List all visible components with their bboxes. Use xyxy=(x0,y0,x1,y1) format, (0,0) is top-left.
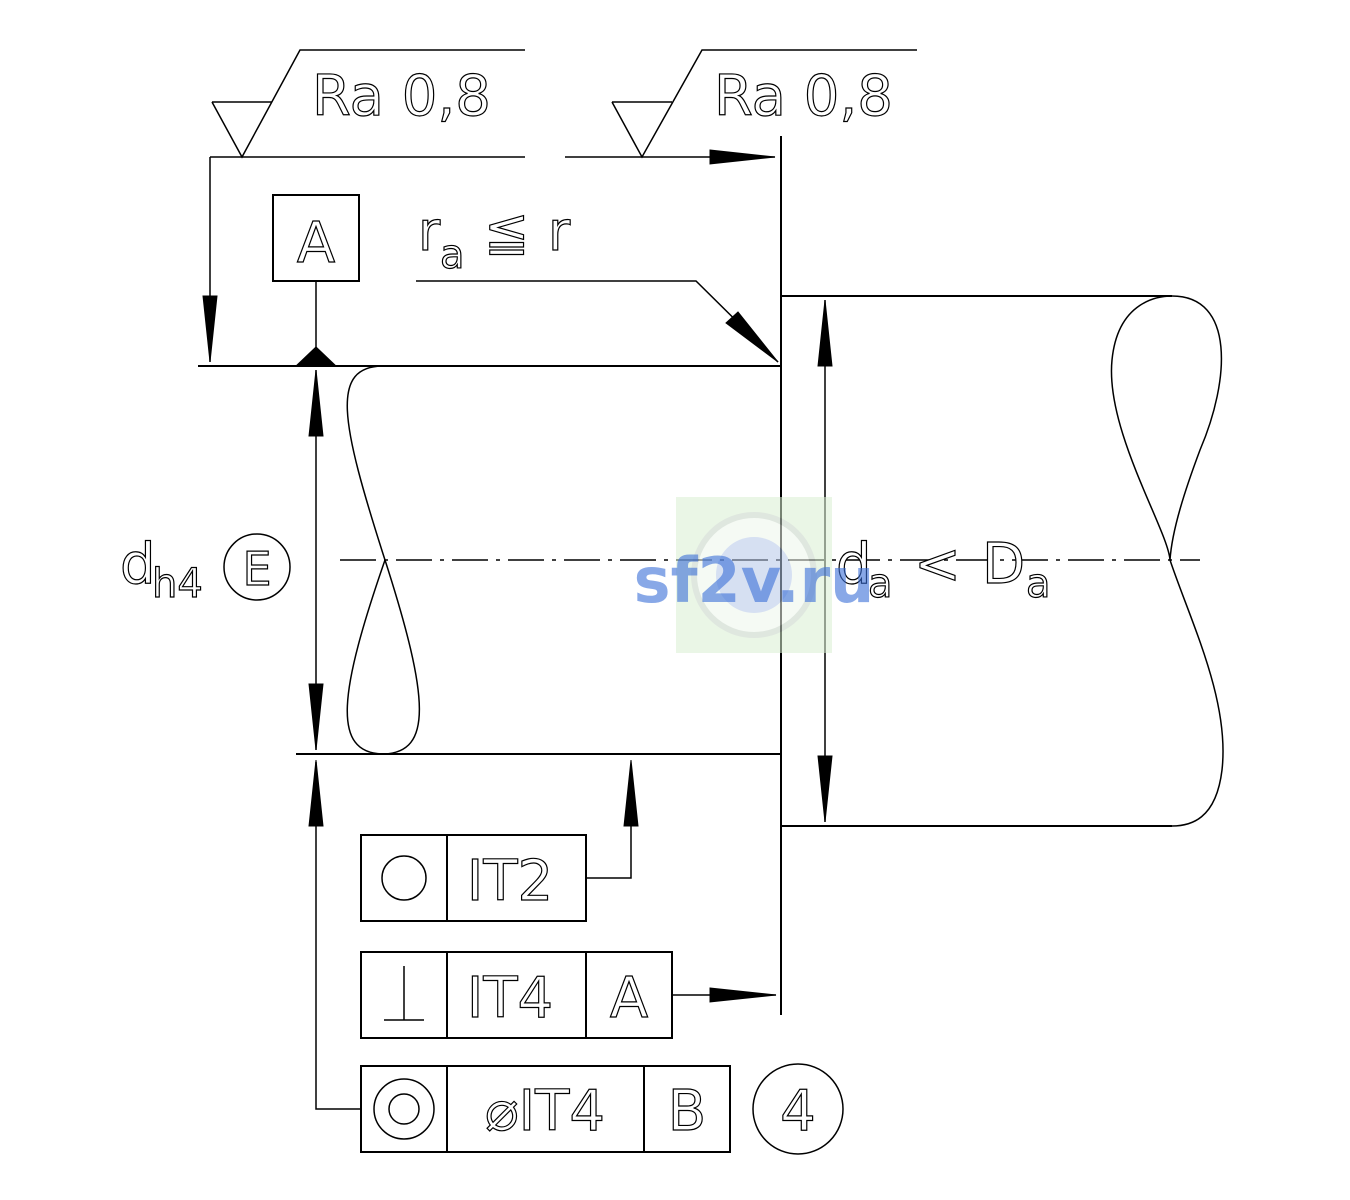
concentricity-icon xyxy=(373,1078,435,1140)
radius-sub: a xyxy=(440,232,465,278)
datum-a-frame xyxy=(272,194,360,282)
radius-r: r xyxy=(418,200,441,263)
abutment-D-sub: a xyxy=(1026,561,1051,607)
shaft-diameter-symbol: d xyxy=(120,532,156,597)
perpendicular-icon xyxy=(384,966,424,1021)
perpendicularity-value: IT4 xyxy=(467,966,553,1031)
datum-a-letter: A xyxy=(297,211,335,276)
shaft-outline xyxy=(198,365,781,755)
abutment-relation: < xyxy=(914,532,961,597)
watermark-text: sf2v.ru xyxy=(634,544,875,617)
shaft-diameter-sub: h4 xyxy=(152,561,203,607)
roundness-frame xyxy=(360,759,639,922)
concentricity-frame xyxy=(308,759,844,1155)
roughness-symbol-right xyxy=(611,49,917,159)
roughness-label-right: Ra 0,8 xyxy=(714,64,893,129)
roughness-symbol-left xyxy=(211,49,525,159)
perpendicularity-datum: A xyxy=(610,966,648,1031)
shaft-diameter-dimension xyxy=(308,369,324,751)
concentricity-datum: B xyxy=(668,1079,706,1144)
datum-triangle-icon xyxy=(294,346,338,367)
roughness-label-left: Ra 0,8 xyxy=(312,64,491,129)
roundness-value: IT2 xyxy=(467,849,553,914)
envelope-letter: E xyxy=(242,542,271,596)
roundness-icon xyxy=(381,855,427,901)
concentricity-value: ⌀IT4 xyxy=(485,1079,605,1144)
abutment-d-sub: a xyxy=(868,561,893,607)
radius-leader xyxy=(416,280,779,363)
concentricity-note: 4 xyxy=(780,1079,816,1144)
roughness-leader xyxy=(202,149,776,363)
radius-arrowhead xyxy=(725,311,779,363)
envelope-circle-icon xyxy=(223,533,291,601)
note-circle-icon xyxy=(752,1063,844,1155)
radius-relation: ≦ xyxy=(484,200,529,263)
watermark-logo xyxy=(676,497,832,653)
radius-rhs: r xyxy=(548,200,571,263)
abutment-diameter-dimension xyxy=(817,299,833,823)
abutment-D: D xyxy=(982,532,1025,597)
perpendicularity-frame xyxy=(360,951,777,1039)
abutment-d: d xyxy=(836,532,872,597)
